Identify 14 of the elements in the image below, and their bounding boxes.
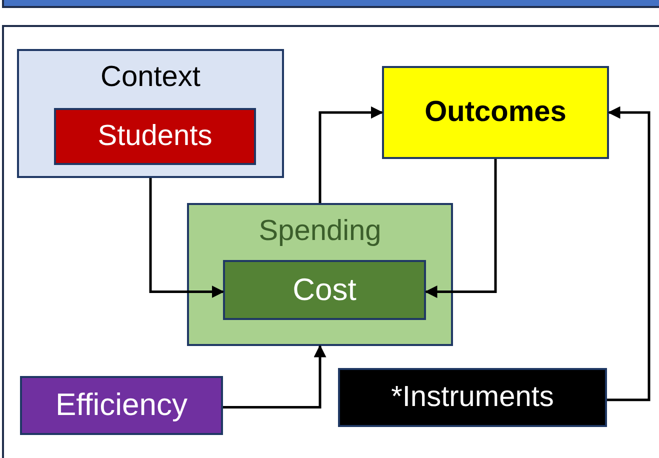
box-heading: Spending: [258, 216, 382, 248]
box-heading: Context: [100, 62, 200, 94]
outcomes-box: Outcomes: [382, 66, 609, 159]
cost-box: Cost: [223, 260, 426, 320]
efficiency-box: Efficiency: [20, 376, 223, 435]
arrow: [223, 344, 326, 409]
spending-box: [187, 203, 453, 346]
arrow: [607, 106, 650, 402]
students-box: Students: [54, 108, 256, 165]
arrow: [149, 178, 224, 298]
arrow: [318, 106, 384, 203]
context-box: [17, 49, 284, 178]
instruments-box: *Instruments: [338, 368, 607, 427]
arrow: [424, 159, 497, 298]
